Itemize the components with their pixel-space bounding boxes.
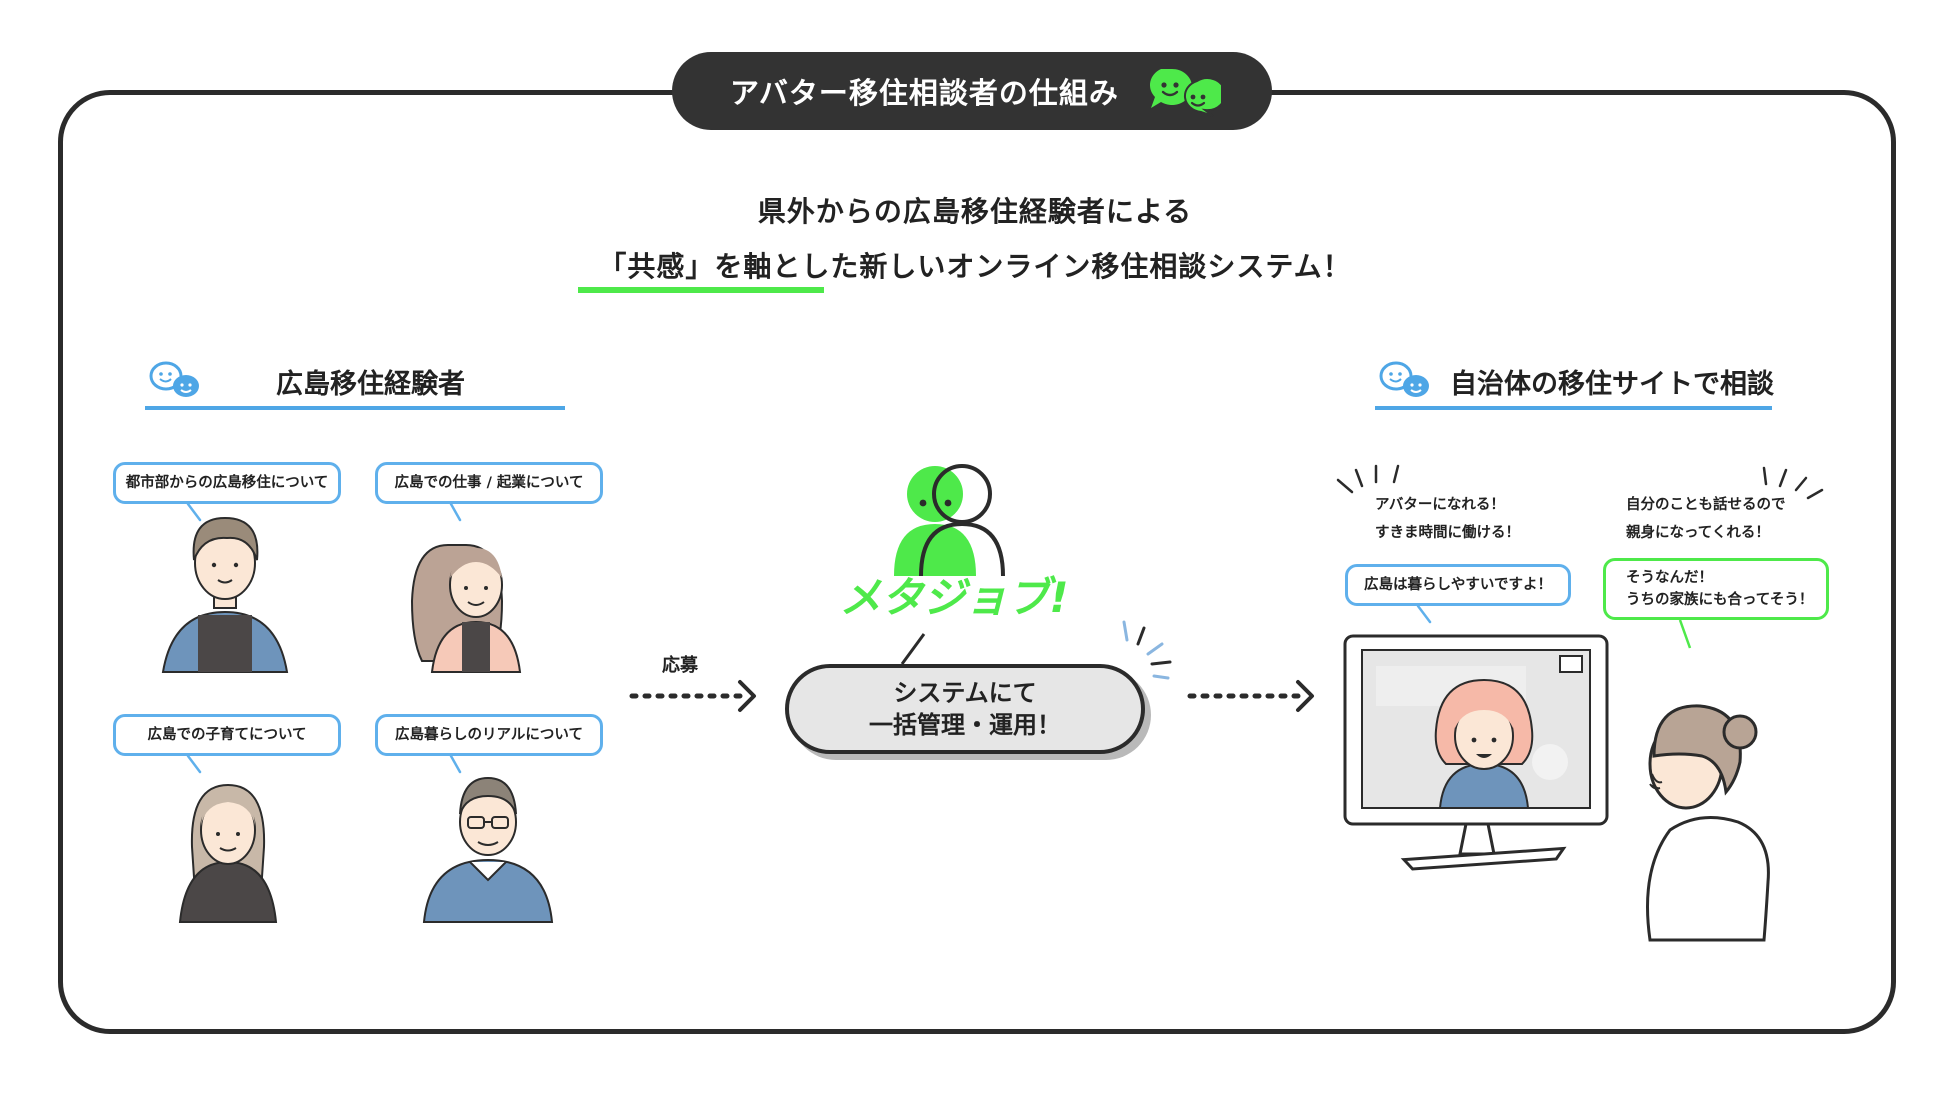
person-man-icon <box>161 516 289 673</box>
speech-bubble-urban-migration: 都市部からの広島移住について <box>113 462 341 504</box>
left-section-underline <box>145 406 565 410</box>
right-section-title: 自治体の移住サイトで相談 <box>1450 368 1774 400</box>
reply-bubble-tail <box>1678 619 1692 649</box>
emphasis-lines-right <box>1762 466 1824 500</box>
page-title: アバター移住相談者の仕組み <box>730 76 1119 110</box>
person-viewer-icon <box>1646 704 1770 942</box>
chat-bubbles-icon <box>1379 361 1429 397</box>
avatar-comment-line2: すきま時間に働ける！ <box>1375 524 1520 541</box>
person-older-man-icon <box>422 776 554 923</box>
headline-line1: 県外からの広島移住経験者による <box>757 195 1193 228</box>
avatar-worker-comment: アバターになれる！ すきま時間に働ける！ <box>1375 492 1520 547</box>
speech-bubble-screen: 広島は暮らしやすいですよ！ <box>1345 564 1571 606</box>
dotted-arrow-right <box>1187 680 1314 712</box>
family-comment: 自分のことも話せるので 親身になってくれる！ <box>1626 492 1786 547</box>
dotted-arrow-left <box>629 680 756 712</box>
system-line1: システムにて <box>893 678 1037 707</box>
family-comment-line1: 自分のことも話せるので <box>1626 497 1786 513</box>
system-pill-tail <box>900 633 926 665</box>
reply-line2: うちの家族にも合ってそう！ <box>1626 592 1814 608</box>
speech-bubble-childcare: 広島での子育てについて <box>113 714 341 756</box>
monitor-icon <box>1343 634 1609 871</box>
family-comment-line2: 親身になってくれる！ <box>1626 524 1770 541</box>
diagram-frame <box>58 90 1896 1034</box>
left-section-title: 広島移住経験者 <box>276 368 465 400</box>
speech-bubble-real-life: 広島暮らしのリアルについて <box>375 714 603 756</box>
system-line2: 一括管理・運用！ <box>869 711 1061 739</box>
emphasis-lines-left <box>1336 464 1400 494</box>
bubble-tails <box>186 502 1432 774</box>
apply-label: 応募 <box>662 655 698 676</box>
avatar-comment-line1: アバターになれる！ <box>1375 497 1505 513</box>
sparkle-decoration <box>1122 620 1172 680</box>
left-section-header: 広島移住経験者 <box>148 360 558 402</box>
person-woman-straight-hair-icon <box>178 783 278 923</box>
headline-line2: 「共感」を軸とした新しいオンライン移住相談システム！ <box>598 250 1352 283</box>
person-woman-icon <box>410 544 522 673</box>
brand-logo-text: メタジョブ! <box>839 573 1068 622</box>
chat-bubbles-icon <box>1149 68 1221 117</box>
right-section-header: 自治体の移住サイトで相談 <box>1378 360 1778 402</box>
speech-bubble-reply: そうなんだ！ うちの家族にも合ってそう！ <box>1603 558 1829 620</box>
speech-bubble-work-startup: 広島での仕事 / 起業について <box>375 462 603 504</box>
reply-line1: そうなんだ！ <box>1626 569 1713 586</box>
system-pill: システムにて 一括管理・運用！ <box>785 664 1145 754</box>
title-pill: アバター移住相談者の仕組み <box>672 52 1272 130</box>
headline-underline <box>578 287 824 293</box>
right-section-underline <box>1375 406 1772 410</box>
brand-mascot-logo <box>894 464 1005 577</box>
chat-bubbles-icon <box>149 361 199 397</box>
